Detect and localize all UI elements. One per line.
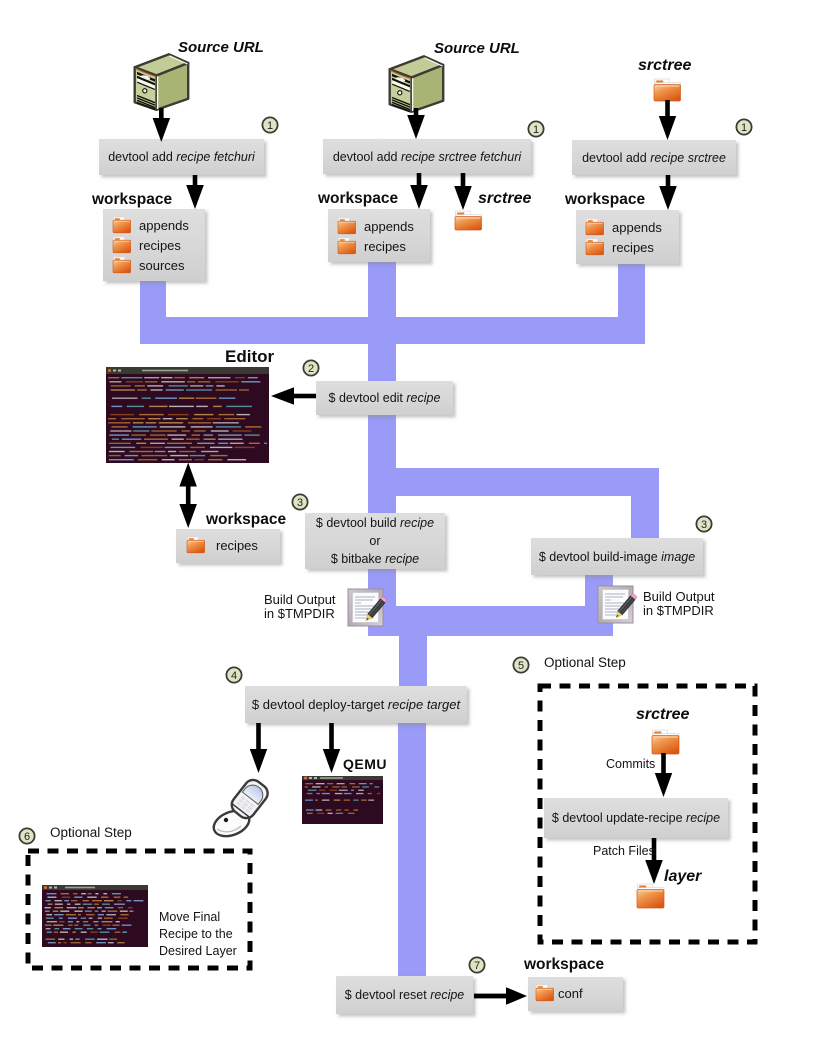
svg-text:1: 1 [533, 124, 539, 136]
svg-text:7: 7 [474, 960, 480, 972]
svg-text:1: 1 [741, 122, 747, 134]
svg-text:6: 6 [24, 831, 30, 843]
svg-text:1: 1 [267, 120, 273, 132]
svg-text:3: 3 [297, 497, 303, 509]
svg-text:2: 2 [308, 363, 314, 375]
svg-text:5: 5 [518, 660, 524, 672]
svg-text:4: 4 [231, 670, 237, 682]
svg-text:3: 3 [701, 519, 707, 531]
